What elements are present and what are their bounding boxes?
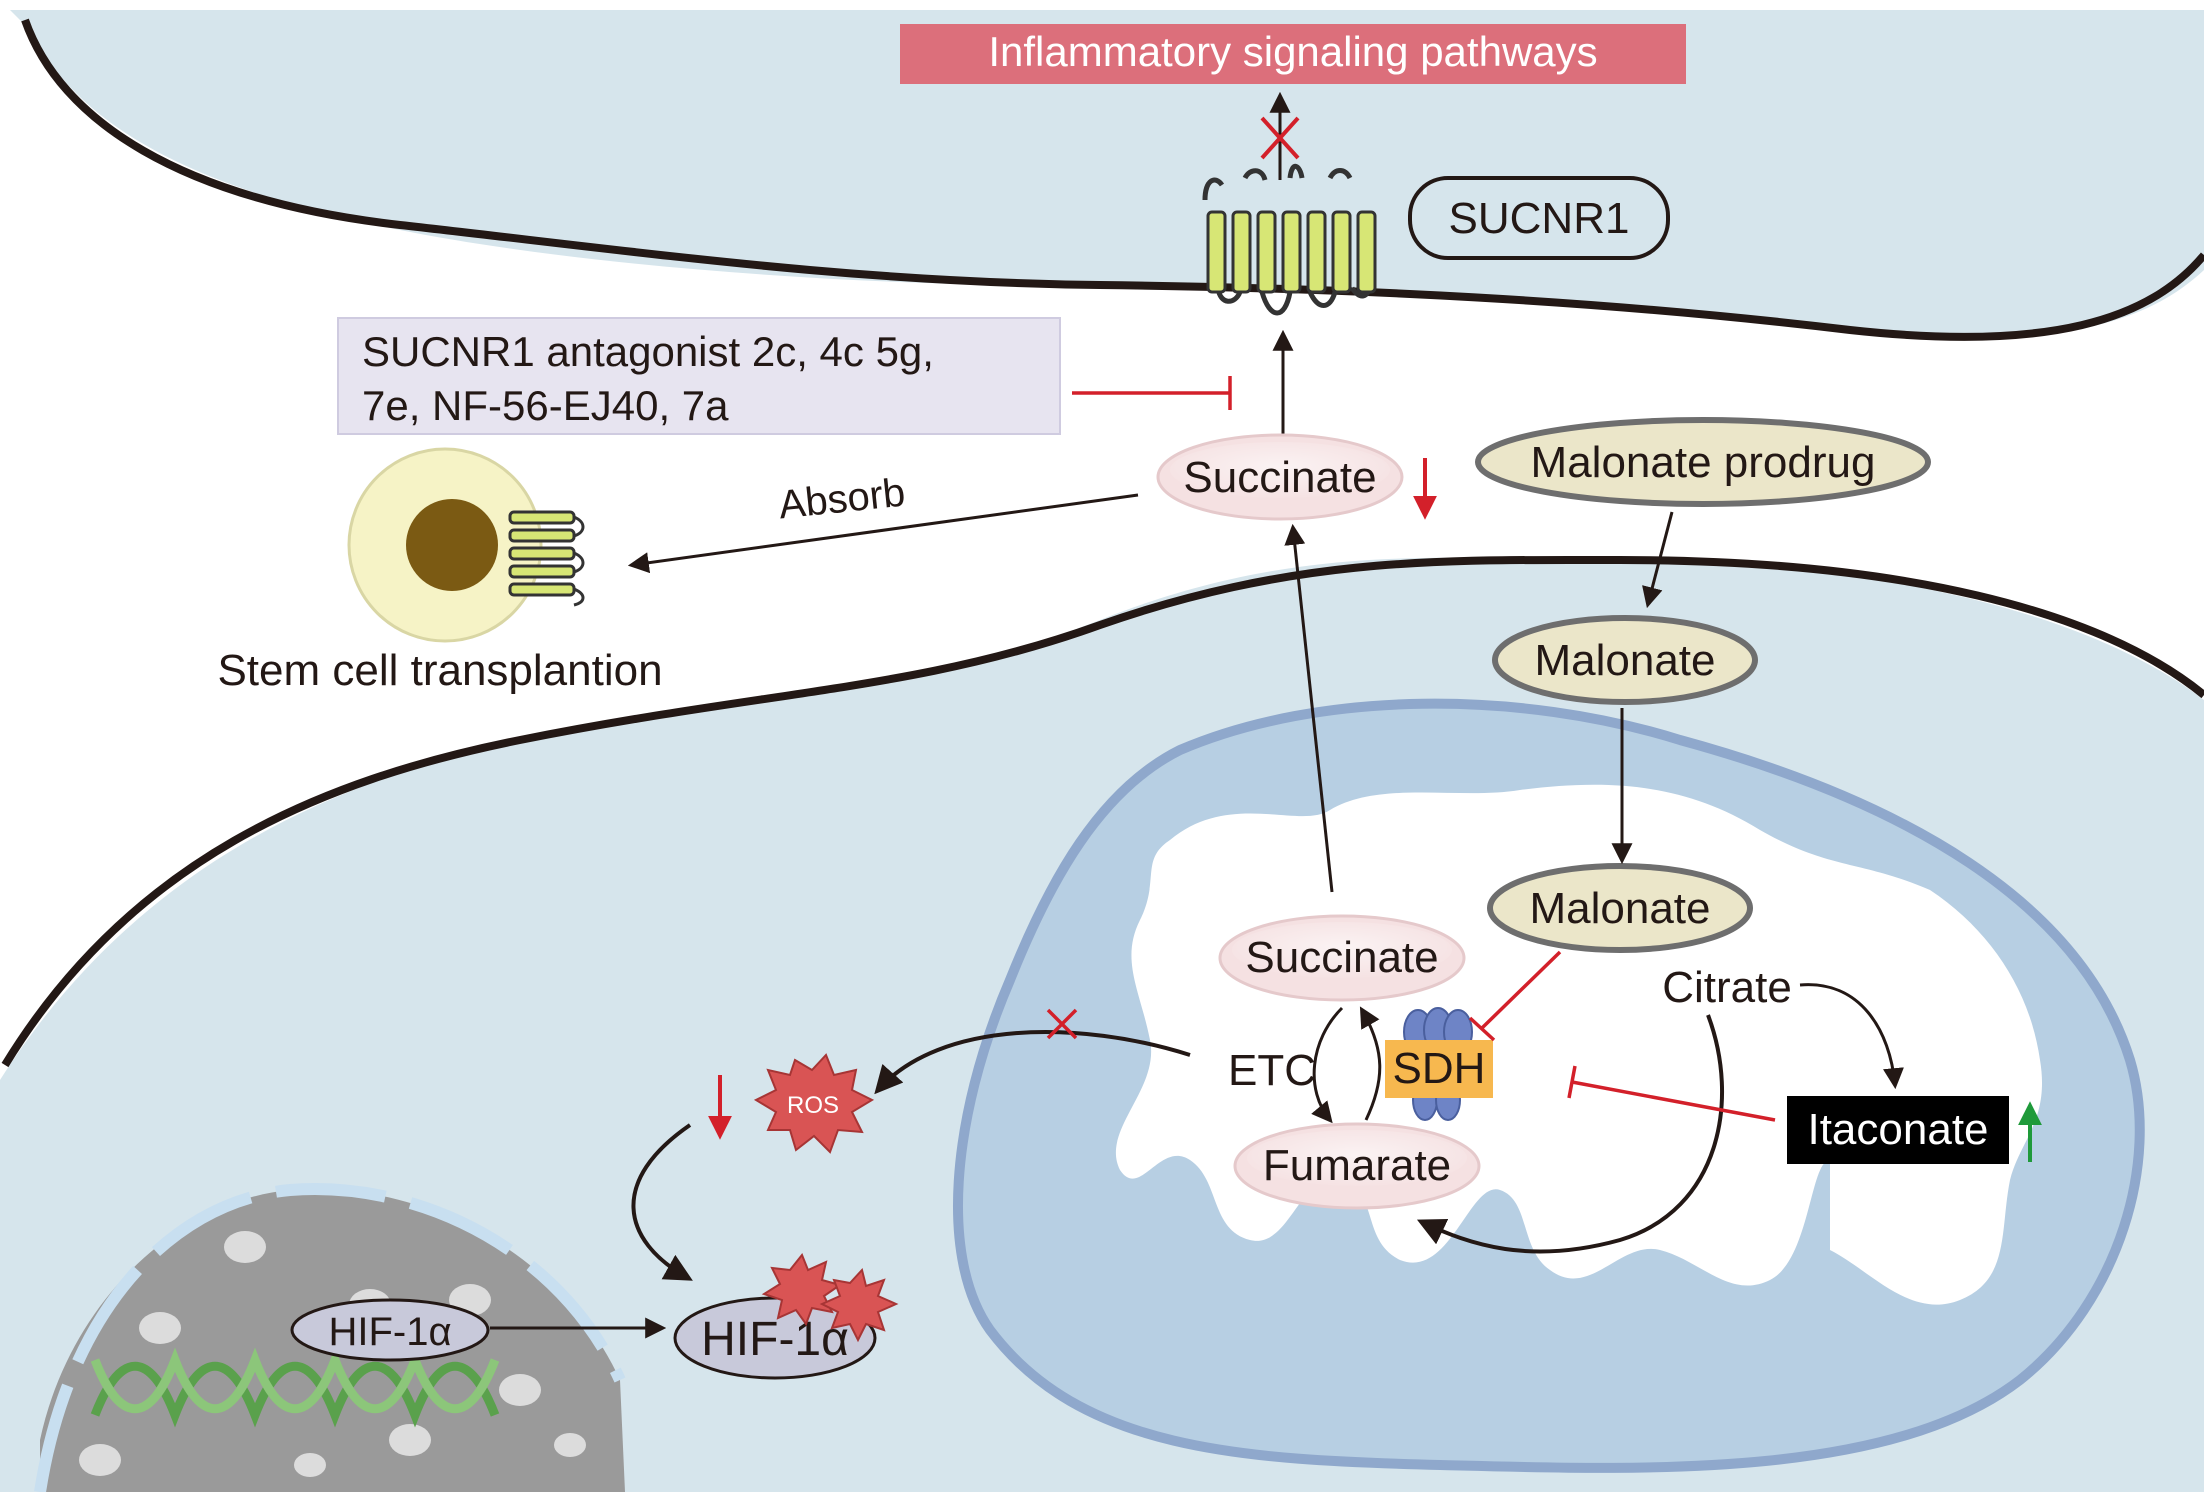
- ros-to-hif-arrow: [631, 1123, 693, 1281]
- sdh-label: SDH: [1393, 1044, 1486, 1093]
- citrate-to-itaconate-arrow: [1799, 983, 1904, 1090]
- ros-burst-icon: ROS: [753, 1053, 875, 1154]
- stem-cell-icon: [347, 447, 585, 643]
- succinate-mito: Succinate: [1218, 914, 1466, 1002]
- malonate-mito: Malonate: [1487, 863, 1753, 953]
- antagonist-box: SUCNR1 antagonist 2c, 4c 5g, 7e, NF-56-E…: [337, 317, 1061, 435]
- lower-membrane: [1, 555, 2204, 1068]
- ros-label: ROS: [787, 1092, 839, 1119]
- succinate-mito-label: Succinate: [1245, 933, 1438, 982]
- dna-helix-icon: [90, 1347, 500, 1428]
- inhibit-cross-icon: [1260, 116, 1300, 160]
- inflammatory-box: Inflammatory signaling pathways: [900, 24, 1686, 84]
- hif-nucleus-label: HIF-1α: [328, 1310, 451, 1354]
- fumarate-label: Fumarate: [1263, 1141, 1451, 1190]
- absorb-arrow: [627, 493, 1139, 574]
- malonate-cytosol-label: Malonate: [1534, 636, 1715, 685]
- antagonist-line2: 7e, NF-56-EJ40, 7a: [362, 382, 729, 429]
- hif-cytosol: HIF-1α: [673, 1253, 899, 1380]
- fumarate-to-succinate-arrow: [1359, 1006, 1382, 1121]
- etc-to-ros-arrow: [874, 1030, 1191, 1095]
- hif-cytosol-label: HIF-1α: [701, 1313, 849, 1366]
- sucnr1-label: SUCNR1: [1449, 194, 1630, 243]
- upper-cell: [10, 10, 2204, 338]
- absorb-label: Absorb: [777, 471, 908, 528]
- itaconate-label: Itaconate: [1807, 1105, 1988, 1154]
- malonate-mito-label: Malonate: [1529, 884, 1710, 933]
- sucnr1-label-box: SUCNR1: [1408, 176, 1670, 260]
- itaconate-inhibit-sdh: [1567, 1065, 1776, 1122]
- malonate-cytosol: Malonate: [1492, 615, 1758, 705]
- succinate-outer: Succinate: [1156, 433, 1404, 521]
- succinate-to-fumarate-arrow: [1311, 1006, 1344, 1124]
- antagonist-inhibit: [1072, 376, 1232, 410]
- hif-nucleus: HIF-1α: [290, 1298, 490, 1362]
- inhibit-cross-icon: [1046, 1008, 1078, 1040]
- antagonist-line1: SUCNR1 antagonist 2c, 4c 5g,: [362, 328, 934, 375]
- succinate-outer-label: Succinate: [1183, 453, 1376, 502]
- malonate-prodrug: Malonate prodrug: [1475, 417, 1931, 507]
- sdh-complex-icon: SDH: [1385, 1007, 1493, 1121]
- inflammatory-label: Inflammatory signaling pathways: [988, 28, 1597, 75]
- stem-cell-label: Stem cell transplantion: [217, 646, 662, 695]
- itaconate-box: Itaconate: [1787, 1096, 2009, 1164]
- etc-label: ETC: [1228, 1046, 1316, 1095]
- malonate-inhibit-sdh: [1468, 950, 1562, 1042]
- receptor-icon: [1202, 163, 1377, 316]
- succinate-export-arrow: [1284, 523, 1334, 893]
- fumarate: Fumarate: [1233, 1122, 1481, 1210]
- prodrug-arrow: [1642, 511, 1674, 609]
- upper-membrane: [21, 18, 2204, 341]
- malonate-prodrug-label: Malonate prodrug: [1531, 438, 1876, 487]
- citrate-label: Citrate: [1662, 963, 1792, 1012]
- ros-burst-small-icon: [819, 1267, 899, 1343]
- ros-burst-small-icon: [761, 1253, 843, 1327]
- citrate-to-fumarate-arrow: [1416, 1014, 1725, 1254]
